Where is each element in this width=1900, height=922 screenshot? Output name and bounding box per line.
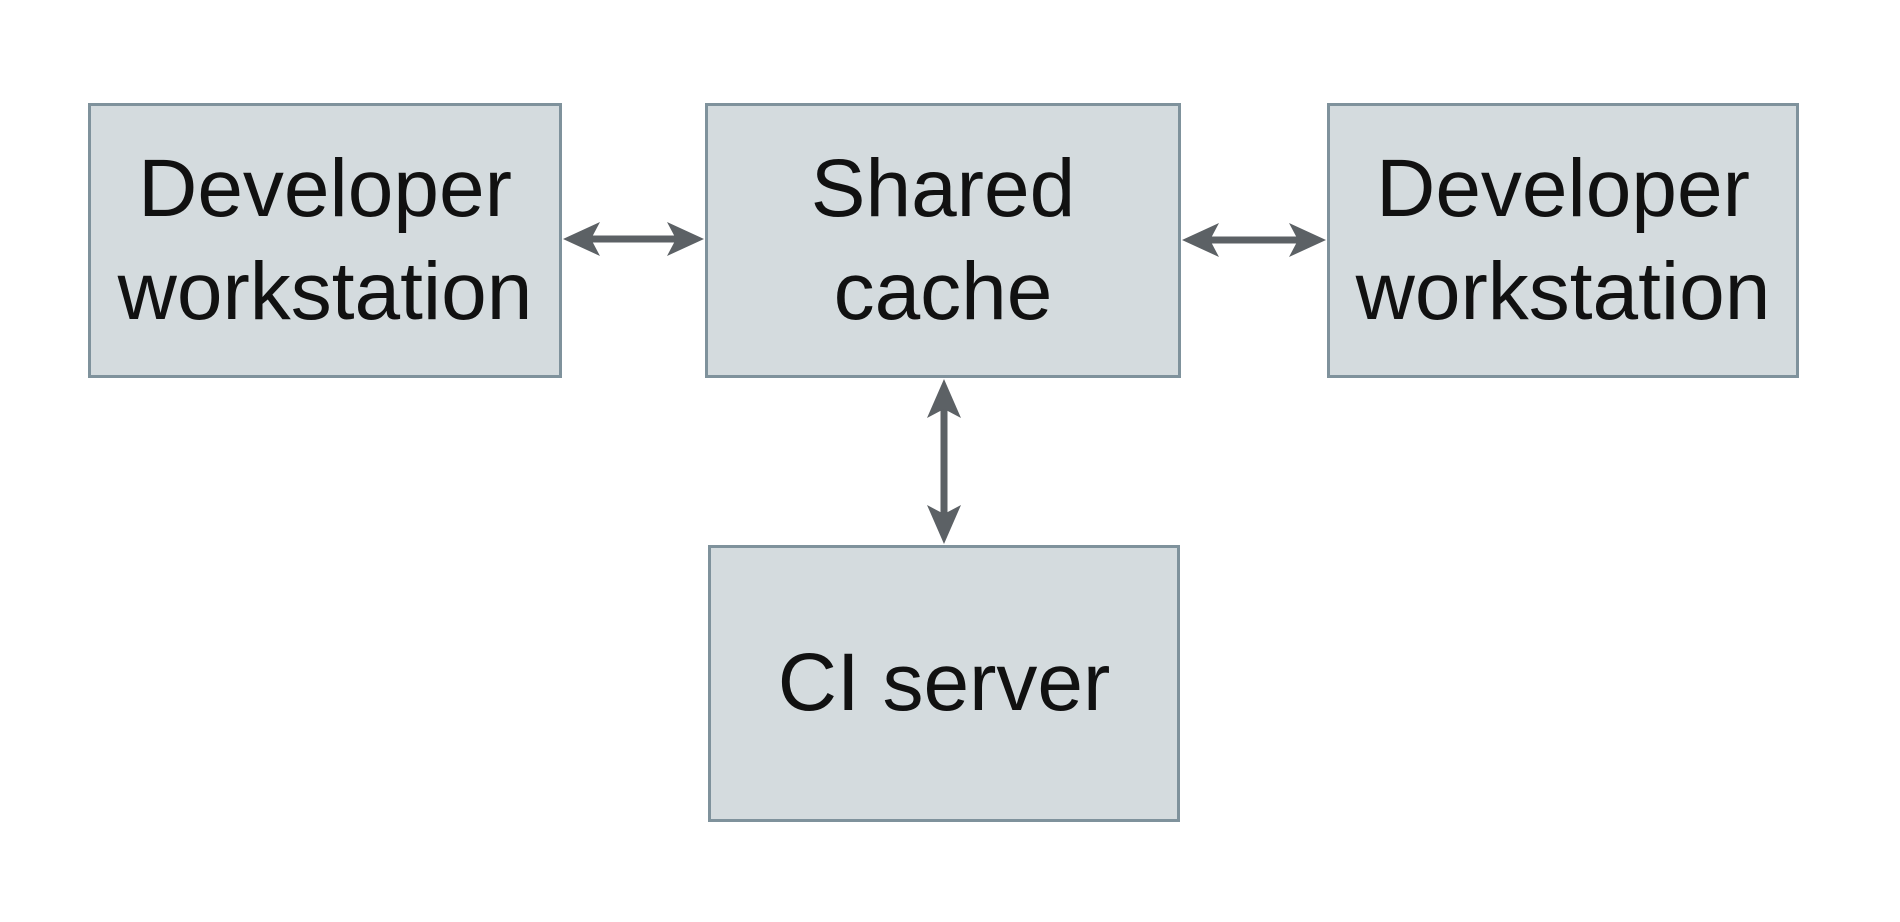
node-label: CI server (777, 637, 1111, 729)
node-label: Developer workstation (1355, 143, 1771, 337)
node-ci-server: CI server (708, 545, 1180, 822)
node-shared-cache: Shared cache (705, 103, 1181, 378)
node-developer-workstation-left: Developer workstation (88, 103, 562, 378)
node-developer-workstation-right: Developer workstation (1327, 103, 1799, 378)
node-label: Shared cache (810, 143, 1076, 337)
bidirectional-arrow-left-workstation-cache (563, 222, 704, 256)
bidirectional-arrow-cache-right-workstation (1182, 223, 1326, 257)
node-label: Developer workstation (117, 143, 533, 337)
bidirectional-arrow-cache-ci-server (927, 379, 961, 544)
